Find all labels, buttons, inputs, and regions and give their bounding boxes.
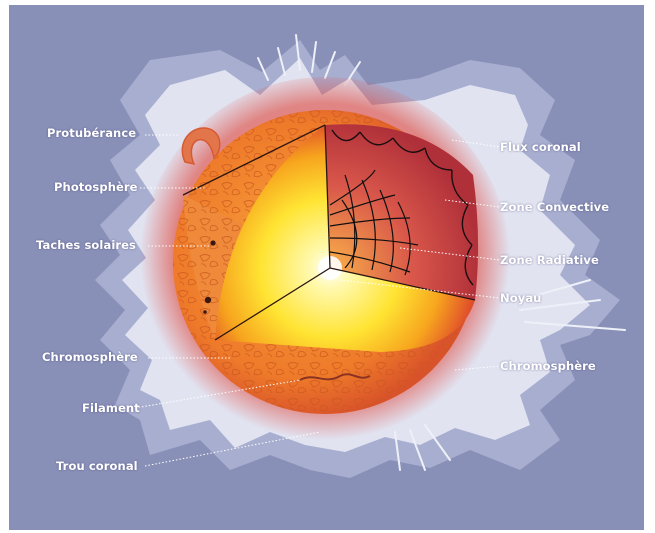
label-chromosphere-right: Chromosphère (500, 359, 596, 373)
label-photosphere: Photosphère (54, 180, 138, 194)
label-zone-radiative: Zone Radiative (500, 253, 599, 267)
label-chromosphere-left: Chromosphère (42, 350, 138, 364)
label-noyau: Noyau (500, 291, 541, 305)
label-taches-solaires: Taches solaires (36, 238, 136, 252)
label-zone-convective: Zone Convective (500, 200, 609, 214)
label-trou-coronal: Trou coronal (56, 459, 138, 473)
label-protuberance: Protubérance (47, 126, 136, 140)
label-filament: Filament (82, 401, 140, 415)
label-flux-coronal: Flux coronal (500, 140, 581, 154)
